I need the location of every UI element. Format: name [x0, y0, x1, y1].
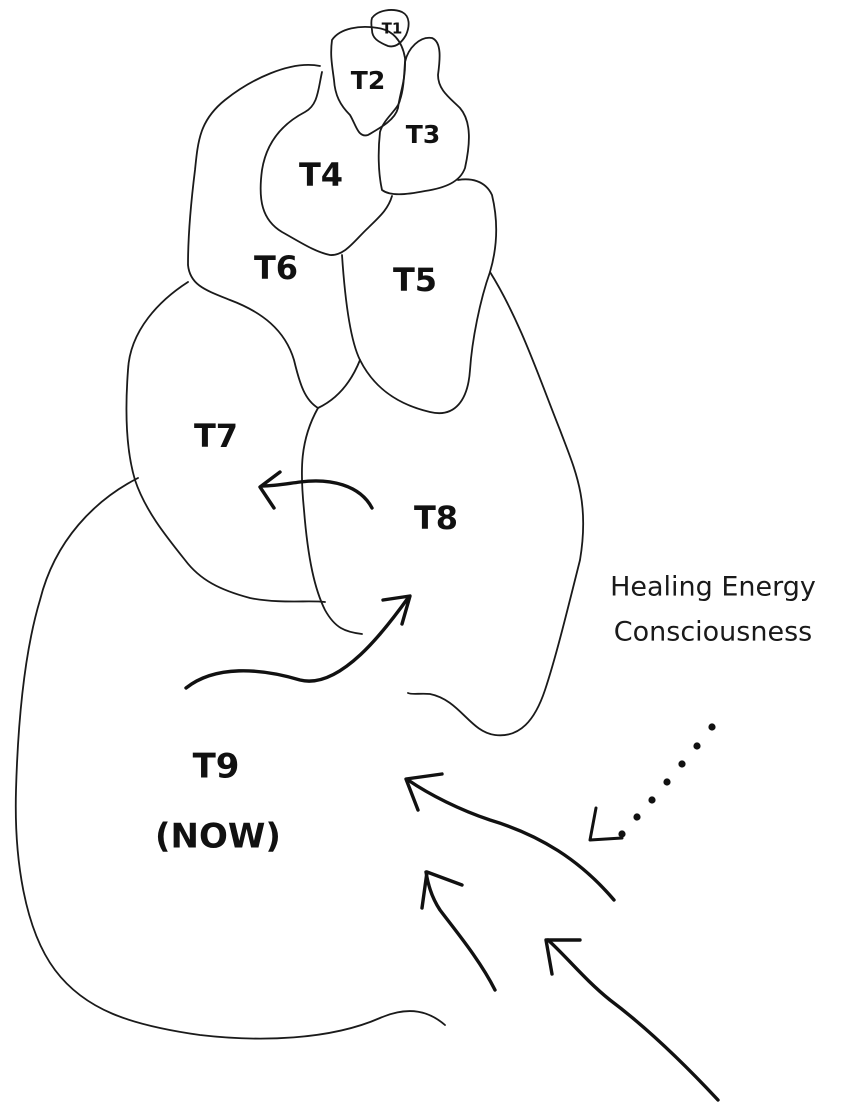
dotted-arrow-dot [693, 742, 700, 749]
label-t7: T7 [194, 417, 238, 455]
label-t2: T2 [351, 66, 385, 95]
dotted-arrow-dot [708, 723, 715, 730]
dotted-arrow-dot [663, 778, 670, 785]
region-t6-outline [188, 65, 360, 408]
label-t4: T4 [299, 156, 343, 194]
arrow-dotted-incoming [590, 723, 716, 840]
flow-arrows [186, 472, 718, 1100]
arrow-t9-to-t8 [186, 598, 408, 688]
healing-energy-annotation: Healing Energy Consciousness [610, 572, 816, 648]
label-t1: T1 [382, 20, 403, 38]
annotation-line2: Consciousness [614, 617, 812, 648]
dotted-arrow-dot [648, 796, 655, 803]
label-t8: T8 [414, 499, 458, 537]
arrowhead-t8-to-t7 [260, 472, 280, 508]
region-t8-outline [302, 408, 362, 634]
arrow-energy-stream-bottom [548, 940, 718, 1100]
region-t3-outline [379, 38, 469, 194]
dotted-arrow-dot [678, 760, 685, 767]
arrow-energy-stream-mid [426, 872, 495, 990]
label-t5: T5 [393, 261, 437, 299]
arrow-energy-stream-top [408, 780, 614, 900]
arrowhead-dotted-incoming [590, 808, 622, 840]
arrow-t8-to-t7 [262, 481, 372, 508]
label-t9: T9 [193, 747, 240, 787]
label-t3: T3 [406, 120, 440, 149]
annotation-line1: Healing Energy [610, 572, 816, 603]
label-t9-now: (NOW) [155, 817, 281, 857]
label-t6: T6 [254, 249, 298, 287]
dotted-arrow-dot [633, 813, 640, 820]
